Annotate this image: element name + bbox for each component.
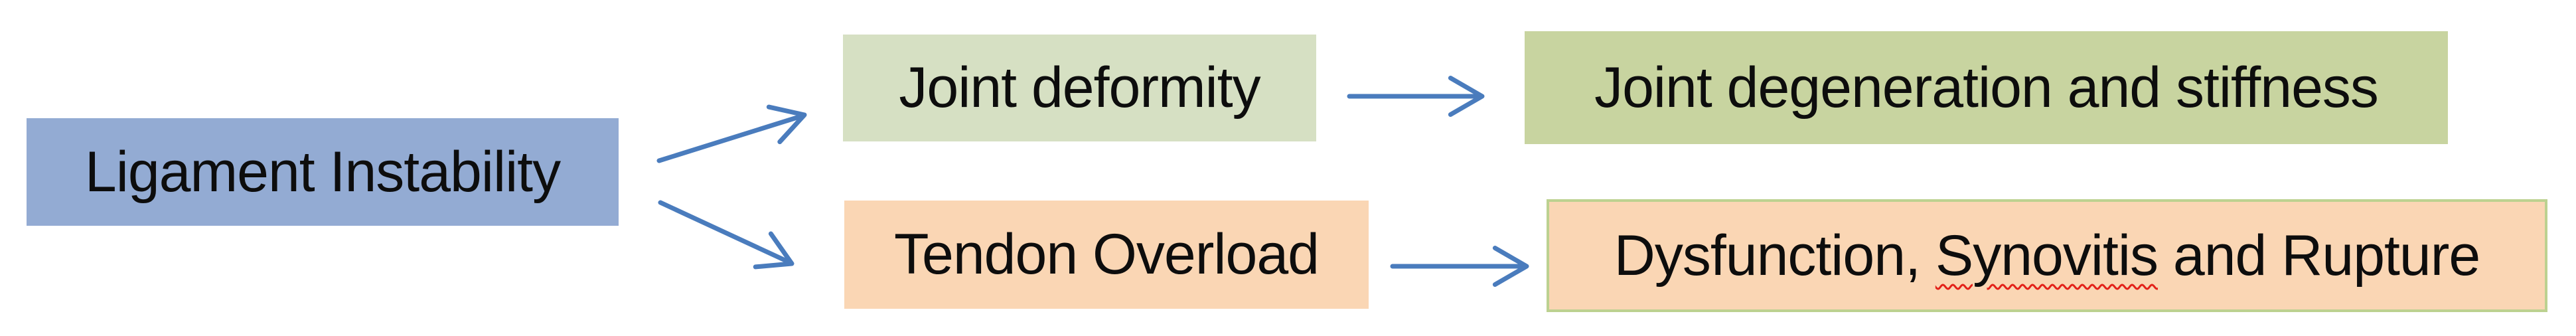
node-dysfunction-synovitis-rupture: Dysfunction, Synovitis and Rupture [1547,199,2547,312]
node-ligament-instability: Ligament Instability [27,118,619,226]
node-joint-degeneration-and-stiffness: Joint degeneration and stiffness [1525,31,2448,144]
arrow-joint-deformity-to-joint-degeneration [1347,76,1485,117]
arrow-ligament-to-tendon-overload [658,200,795,270]
arrowhead-icon [753,231,795,270]
arrow-shaft [656,114,802,163]
arrowhead-icon [1492,246,1529,287]
arrowhead-icon [766,104,807,145]
node-joint-deformity: Joint deformity [843,35,1316,141]
arrow-tendon-overload-to-dysfunction [1390,246,1529,287]
arrow-ligament-to-joint-deformity [656,104,807,163]
node-label-part: Dysfunction, [1614,223,1935,288]
node-label: Ligament Instability [84,139,561,204]
node-tendon-overload: Tendon Overload [844,201,1369,309]
node-label-part: and Rupture [2158,223,2480,288]
arrowhead-icon [1448,76,1485,117]
node-label: Joint degeneration and stiffness [1594,55,2379,120]
arrow-shaft [658,200,789,264]
node-label: Joint deformity [899,56,1260,120]
misspelled-word-synovitis: Synovitis [1935,223,2159,288]
node-label: Dysfunction, Synovitis and Rupture [1614,223,2480,289]
node-label: Tendon Overload [894,222,1320,286]
